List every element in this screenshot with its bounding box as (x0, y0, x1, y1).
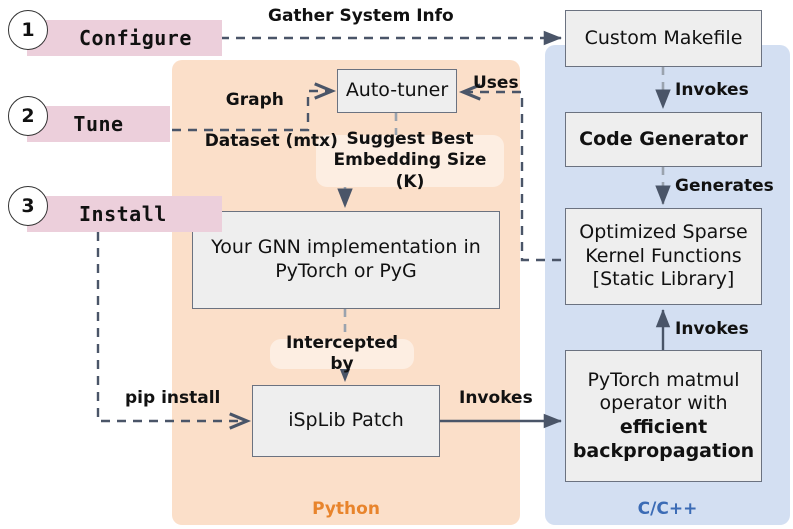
cpp-panel-label: C/C++ (637, 499, 698, 519)
suggest-line-2: Embedding Size (K) (333, 150, 487, 192)
edge-label-graph-dataset: Graph Dataset (mtx) (181, 70, 338, 172)
box-isplib-patch[interactable]: iSpLib Patch (252, 385, 440, 457)
box-custom-makefile[interactable]: Custom Makefile (565, 10, 762, 67)
note-intercepted-by: Intercepted by (270, 333, 414, 374)
graph-dataset-line-1: Graph (225, 90, 284, 111)
kernel-line-3: [Static Library] (592, 268, 735, 291)
edge-label-invokes-codegen: Invokes (675, 80, 749, 100)
edge-label-invokes-patch: Invokes (459, 388, 533, 408)
box-pytorch-matmul-label: PyTorch matmul operator with efficient b… (573, 369, 754, 463)
python-panel-label: Python (312, 499, 380, 519)
matmul-line-2: operator with (599, 392, 728, 415)
box-auto-tuner-label: Auto-tuner (345, 79, 449, 102)
edge-label-invokes-kernel: Invokes (675, 319, 749, 339)
edge-label-pip-install: pip install (125, 388, 221, 408)
edge-label-gather-system-info: Gather System Info (268, 6, 454, 26)
matmul-line-1: PyTorch matmul (587, 368, 740, 391)
note-suggest-embedding-size-label: Suggest Best Embedding Size (K) (324, 129, 496, 193)
note-intercepted-by-label: Intercepted by (285, 332, 399, 374)
box-code-generator[interactable]: Code Generator (565, 112, 762, 167)
matmul-line-4: backpropagation (572, 439, 755, 462)
box-gnn-implementation[interactable]: Your GNN implementation in PyTorch or Py… (192, 211, 500, 309)
kernel-line-1: Optimized Sparse (579, 221, 748, 244)
box-custom-makefile-label: Custom Makefile (584, 26, 743, 49)
matmul-line-3: efficient (619, 416, 708, 438)
step-number-3: 3 (8, 186, 48, 226)
box-isplib-patch-label: iSpLib Patch (288, 409, 404, 432)
box-optimized-sparse-kernel-label: Optimized Sparse Kernel Functions [Stati… (579, 221, 747, 292)
step-number-2: 2 (8, 96, 48, 136)
step-tag-tune[interactable]: Tune (27, 106, 170, 142)
step-number-1: 1 (8, 10, 48, 50)
step-tag-install[interactable]: Install (27, 196, 222, 232)
edge-label-uses: Uses (473, 73, 519, 93)
box-gnn-implementation-label: Your GNN implementation in PyTorch or Py… (211, 236, 481, 283)
box-auto-tuner[interactable]: Auto-tuner (337, 69, 457, 113)
note-suggest-embedding-size: Suggest Best Embedding Size (K) (316, 129, 504, 192)
suggest-line-1: Suggest Best (346, 129, 474, 150)
gnn-line-2: PyTorch or PyG (275, 260, 417, 282)
edge-label-generates: Generates (675, 176, 774, 196)
gnn-line-1: Your GNN implementation in (211, 236, 481, 259)
box-pytorch-matmul[interactable]: PyTorch matmul operator with efficient b… (565, 350, 762, 482)
graph-dataset-line-2: Dataset (mtx) (204, 131, 338, 152)
step-tag-configure[interactable]: Configure (27, 20, 222, 56)
box-optimized-sparse-kernel[interactable]: Optimized Sparse Kernel Functions [Stati… (565, 208, 762, 305)
kernel-line-2: Kernel Functions (585, 244, 742, 267)
box-code-generator-label: Code Generator (579, 127, 748, 150)
